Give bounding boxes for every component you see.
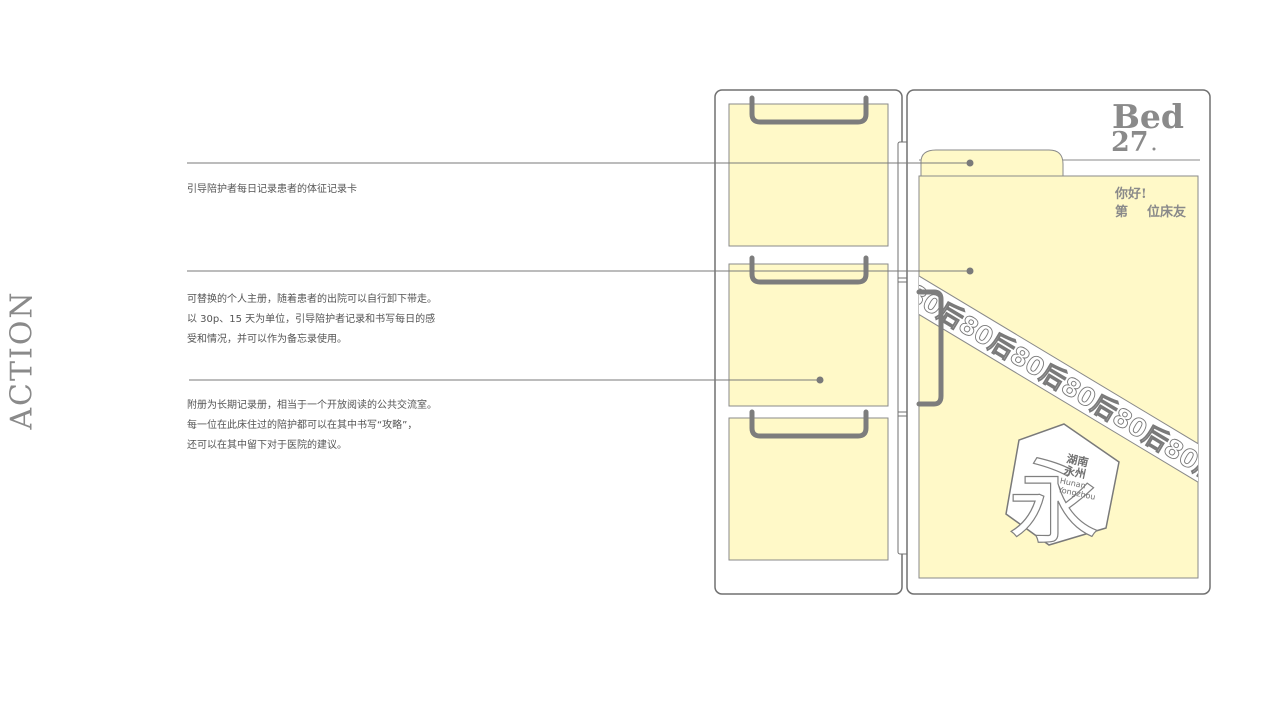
bed-number: 27 [1111, 127, 1149, 158]
binder-clip [916, 289, 944, 407]
leader-dot-2 [966, 267, 974, 275]
order-suffix: 位床友 [1147, 204, 1186, 220]
clip-top [749, 95, 869, 125]
page-card [728, 417, 889, 561]
greeting: 你好! [1114, 186, 1147, 202]
clip-middle [749, 255, 869, 285]
ribbon-band [919, 265, 1198, 491]
clip-bottom [749, 409, 869, 439]
annotation-shared-booklet: 附册为长期记录册，相当于一个开放阅读的公共交流室。 每一位在此床住过的陪护都可以… [187, 396, 447, 456]
card-tab [920, 149, 1064, 177]
vital-card [728, 103, 889, 247]
order-prefix: 第 [1115, 204, 1128, 220]
annotation-line: 以 30p、15 天为单位，引导陪护者记录和书写每日的感 [187, 314, 436, 325]
annotation-line: 引导陪护者每日记录患者的体征记录卡 [187, 184, 357, 195]
personal-booklet [728, 263, 889, 407]
stamp: 永 湖南 永州 Hunan Yongzhou [1005, 423, 1120, 558]
bed-word: Bed [1112, 97, 1184, 136]
stamp-glyph: 永 [1008, 450, 1100, 557]
annotation-vital-signs-card: 引导陪护者每日记录患者的体征记录卡 [187, 180, 447, 200]
annotation-line: 每一位在此床住过的陪护都可以在其中书写“攻略”， [187, 420, 418, 431]
leader-dot-3 [816, 376, 824, 384]
annotation-personal-booklet: 可替换的个人主册，随着患者的出院可以自行卸下带走。 以 30p、15 天为单位，… [187, 290, 447, 350]
annotation-line: 可替换的个人主册，随着患者的出院可以自行卸下带走。 [187, 294, 437, 305]
stamp-cn-line2: 永州 [1062, 463, 1087, 481]
leader-dot-1 [966, 159, 974, 167]
stamp-cn-line1: 湖南 [1065, 451, 1089, 469]
annotation-line: 附册为长期记录册，相当于一个开放阅读的公共交流室。 [187, 400, 437, 411]
annotation-line: 受和情况，并可以作为备忘录使用。 [187, 334, 347, 345]
annotation-line: 还可以在其中留下对于医院的建议。 [187, 440, 347, 451]
